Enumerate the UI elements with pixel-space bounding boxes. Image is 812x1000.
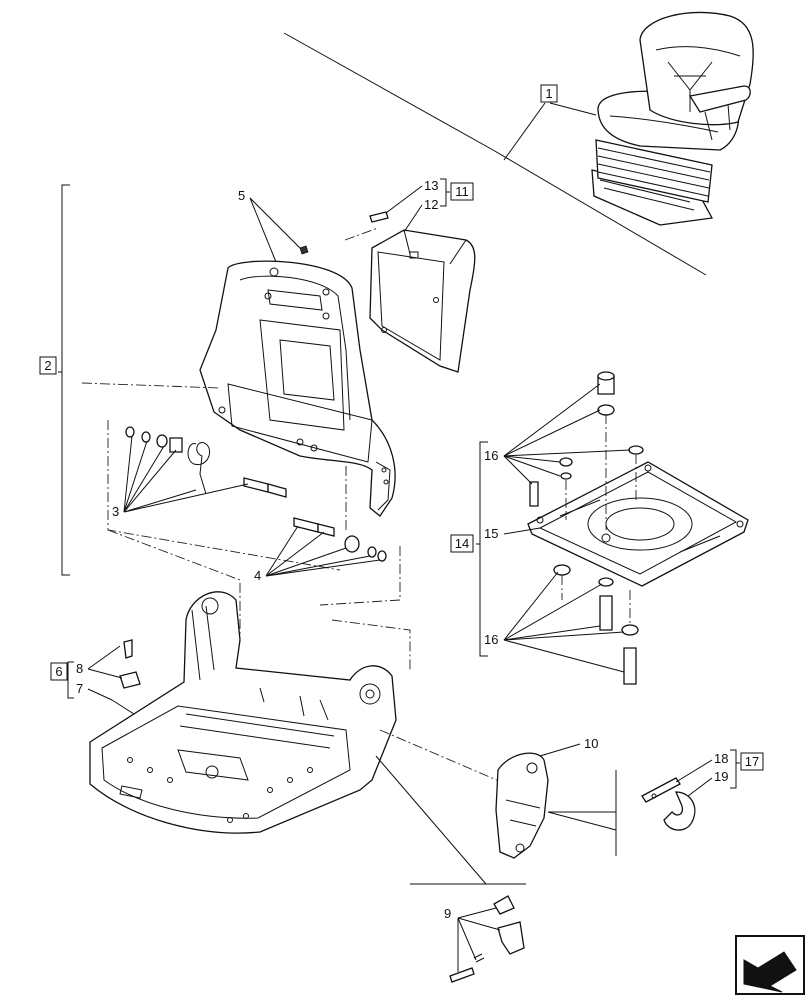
callout-9: 9	[444, 906, 451, 921]
svg-text:10: 10	[584, 736, 598, 751]
callout-8: 8	[76, 661, 83, 676]
svg-text:14: 14	[455, 536, 469, 551]
callout-18: 18	[714, 751, 728, 766]
svg-text:17: 17	[745, 754, 759, 769]
callout-13: 13	[424, 178, 438, 193]
plate-fasteners	[529, 371, 644, 685]
callout-3: 3	[112, 504, 119, 519]
svg-text:19: 19	[714, 769, 728, 784]
arrow-back-icon[interactable]	[735, 935, 805, 995]
svg-text:18: 18	[714, 751, 728, 766]
callout-7: 7	[76, 681, 83, 696]
callout-12: 12	[424, 197, 438, 212]
svg-text:3: 3	[112, 504, 119, 519]
callout-16-bottom: 16	[484, 632, 498, 647]
seat-assembly-illustration	[283, 11, 754, 276]
back-cover-panel	[369, 229, 476, 373]
mounting-plate	[527, 461, 749, 587]
svg-text:6: 6	[55, 664, 62, 679]
pivot-hardware-3	[81, 382, 341, 571]
svg-text:12: 12	[424, 197, 438, 212]
callout-4: 4	[254, 568, 261, 583]
side-cover	[495, 752, 549, 859]
fastener-8	[119, 639, 141, 689]
svg-text:11: 11	[455, 184, 469, 199]
callout-15: 15	[484, 526, 498, 541]
callout-10: 10	[584, 736, 598, 751]
callout-6: 6	[50, 662, 68, 681]
backrest-frame	[199, 260, 396, 517]
svg-text:13: 13	[424, 178, 438, 193]
svg-text:16: 16	[484, 632, 498, 647]
callout-14: 14	[450, 534, 474, 553]
svg-text:8: 8	[76, 661, 83, 676]
svg-text:2: 2	[44, 358, 51, 373]
svg-text:9: 9	[444, 906, 451, 921]
seat-pan-frame	[89, 591, 397, 834]
svg-text:7: 7	[76, 681, 83, 696]
svg-text:5: 5	[238, 188, 245, 203]
callout-1: 1	[540, 84, 558, 103]
latch-parts	[449, 895, 525, 983]
callout-16-top: 16	[484, 448, 498, 463]
lever-handle	[641, 777, 696, 831]
svg-text:4: 4	[254, 568, 261, 583]
svg-text:1: 1	[545, 86, 552, 101]
callout-19: 19	[714, 769, 728, 784]
callout-2: 2	[39, 356, 57, 375]
svg-text:15: 15	[484, 526, 498, 541]
svg-text:16: 16	[484, 448, 498, 463]
callout-11: 11	[450, 182, 474, 201]
callout-5: 5	[238, 188, 245, 203]
callout-17: 17	[740, 752, 764, 771]
